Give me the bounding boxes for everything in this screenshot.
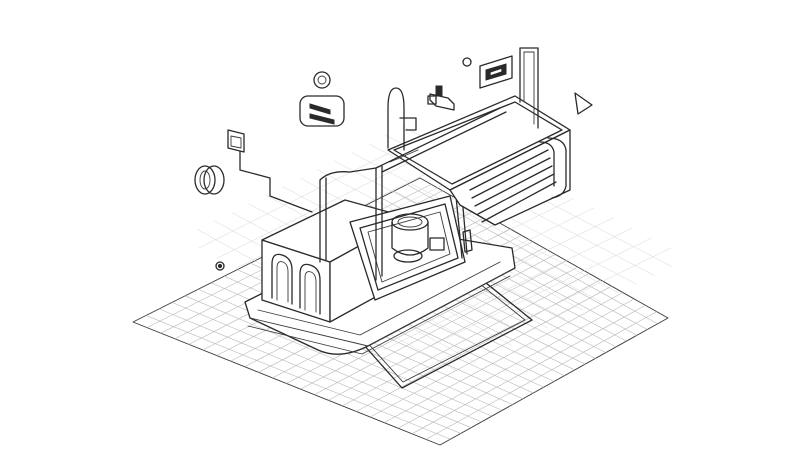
- housing-top-rim: [393, 101, 563, 185]
- grid-line: [342, 273, 590, 407]
- machine: [239, 47, 571, 355]
- tall-handle: [387, 87, 405, 151]
- arch-window-1: [271, 253, 293, 305]
- plug-icon: [462, 57, 472, 67]
- grid-line: [314, 260, 567, 395]
- control-box: [429, 237, 445, 251]
- roof-arc-left: [319, 167, 377, 181]
- vertical-pipe: [519, 47, 539, 129]
- toggle-switch-icon: [427, 85, 455, 111]
- bg-grid-line: [351, 152, 619, 294]
- seat-body: [391, 221, 429, 256]
- cabin-inner-frame: [367, 211, 451, 283]
- grid-line: [328, 266, 578, 401]
- bracket-icon: [227, 129, 245, 153]
- roof-beam: [375, 107, 501, 169]
- roof-joint: [389, 149, 419, 163]
- bg-grid-line: [402, 237, 652, 360]
- housing-end-cap: [547, 137, 567, 199]
- pillar-mid: [375, 165, 383, 281]
- bg-grid-line: [421, 247, 671, 371]
- seat-base: [393, 249, 423, 263]
- roof-beam-2: [381, 111, 507, 173]
- vertical-pipe-inner: [523, 51, 535, 125]
- arch-window-1-inner: [276, 261, 289, 303]
- machine-base-edge: [249, 267, 516, 347]
- grid-line: [384, 292, 624, 423]
- slat-3: [474, 165, 553, 207]
- grid-line: [411, 305, 646, 435]
- bg-grid-line: [384, 227, 633, 350]
- grid-line: [397, 298, 635, 429]
- slat-5: [481, 181, 557, 223]
- slat-2: [471, 157, 551, 199]
- play-triangle-icon: [574, 92, 593, 115]
- slat-4: [477, 173, 555, 215]
- base-stripe: [257, 261, 501, 336]
- machine-base-shadow: [247, 275, 511, 355]
- grid-line: [425, 311, 657, 440]
- wire: [239, 147, 313, 213]
- arch-window-2: [299, 263, 321, 315]
- arch-window-2-inner: [304, 271, 317, 313]
- cabin-front: [349, 195, 466, 301]
- ring-icon: [313, 71, 331, 89]
- label-tag-icon: [299, 95, 345, 127]
- cabin-frame: [359, 203, 459, 291]
- housing-end-cap-inner: [539, 141, 555, 187]
- seat-top-inner: [397, 216, 423, 228]
- grid-line: [370, 285, 612, 418]
- frame-icon: [479, 55, 513, 89]
- floating-icons: [194, 55, 593, 271]
- side-handle: [462, 229, 473, 253]
- slat-1: [469, 149, 549, 191]
- pillar-left: [319, 177, 327, 263]
- dot-icon: [215, 261, 225, 271]
- handle-latch: [399, 117, 417, 131]
- chain-link-icon: [194, 165, 225, 195]
- grid-line: [300, 254, 556, 390]
